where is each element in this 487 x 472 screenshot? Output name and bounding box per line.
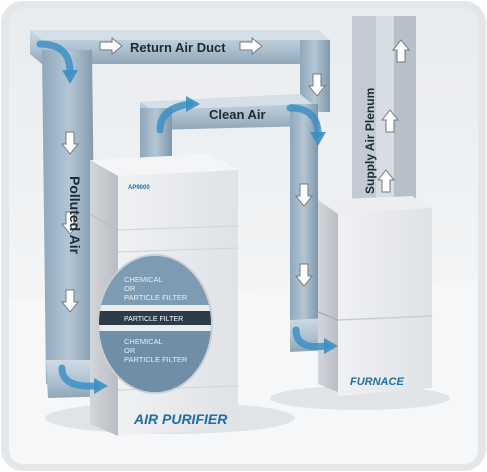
furnace-unit [317,196,433,396]
filter-bottom-line-3: PARTICLE FILTER [124,355,188,364]
filter-top-line-2: OR [124,284,136,293]
arrowhead-icon [94,378,108,394]
filter-labels: CHEMICAL OR PARTICLE FILTER PARTICLE FIL… [124,275,188,364]
polluted-air-label: Polluted Air [67,176,83,255]
filter-top-line-3: PARTICLE FILTER [124,293,188,302]
flow-curve-arrow-icon [156,100,194,134]
arrowhead-icon [310,132,326,146]
floor-shadow-furnace [270,386,450,410]
flow-curve-arrow-icon [292,326,330,351]
arrowhead-icon [324,338,338,354]
arrow-down-icon [60,289,80,313]
clean-air-label: Clean Air [209,107,266,122]
supply-air-plenum-label: Supply Air Plenum [363,88,377,194]
flow-curve-arrow-icon [36,40,74,76]
filter-bottom-line-2: OR [124,346,136,355]
filter-bottom-line-1: CHEMICAL [124,337,163,346]
model-label: AP9000 [128,185,150,191]
arrow-down-icon [294,183,314,207]
arrow-up-icon [376,169,396,193]
filter-cutaway [97,254,213,394]
arrow-down-icon [294,263,314,287]
arrow-up-icon [391,39,411,63]
return-air-duct [30,30,330,112]
return-air-duct-label: Return Air Duct [130,40,226,55]
flow-arrows [36,40,330,390]
furnace-label: FURNACE [350,376,404,388]
flow-curve-arrow-icon [286,104,322,138]
arrow-down-icon [60,131,80,155]
arrow-right-icon [99,36,123,56]
arrow-up-icon [380,109,400,133]
air-purifier-label: AIR PURIFIER [133,411,228,427]
arrowhead-icon [62,70,78,84]
arrowhead-icon [186,96,200,112]
arrow-right-icon [239,36,263,56]
arrow-down-icon [307,73,327,97]
arrow-down-icon [60,211,80,235]
filter-middle-label: PARTICLE FILTER [124,316,183,323]
filter-top-line-1: CHEMICAL [124,275,163,284]
flow-curve-arrow-icon [58,364,100,390]
